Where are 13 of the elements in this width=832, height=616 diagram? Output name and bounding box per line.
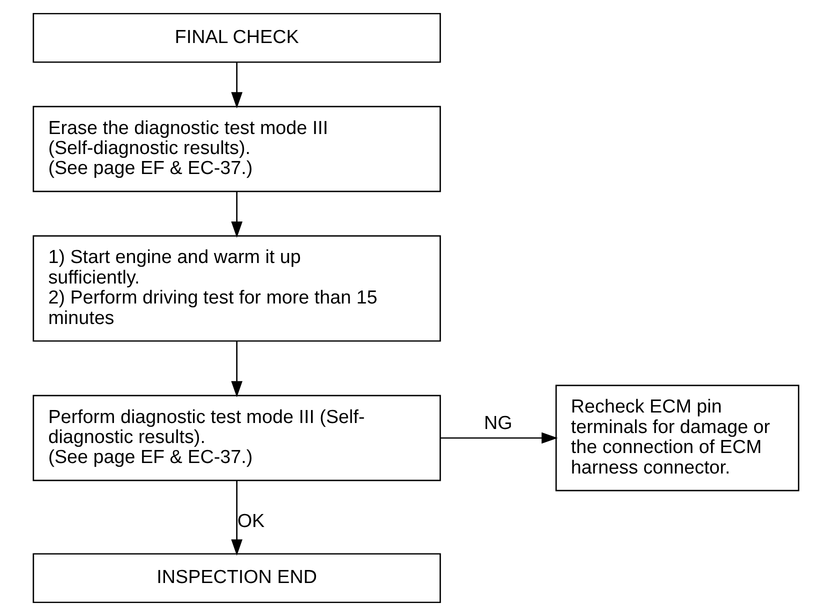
arrow <box>231 341 242 398</box>
arrow <box>231 480 242 556</box>
arrow <box>231 62 242 108</box>
edge-label: OK <box>237 510 265 532</box>
arrow <box>440 432 558 444</box>
node-box: Recheck ECM pin terminals for damage or the connection of ECM harness connector. <box>555 384 800 492</box>
node-box: INSPECTION END <box>32 553 441 604</box>
node-box: 1) Start engine and warm it up sufficiently. 2) Perform driving test for more than 15 minutes <box>32 235 441 342</box>
edge-label: NG <box>484 412 512 433</box>
node-box: FINAL CHECK <box>32 12 441 63</box>
node-box: Erase the diagnostic test mode III (Self-diagnostic results). (See page EF & EC-37.) <box>32 106 441 192</box>
node-box: Perform diagnostic test mode III (Self-diagnostic results). (See page EF & EC-37.) <box>32 394 441 482</box>
arrow <box>231 192 242 238</box>
